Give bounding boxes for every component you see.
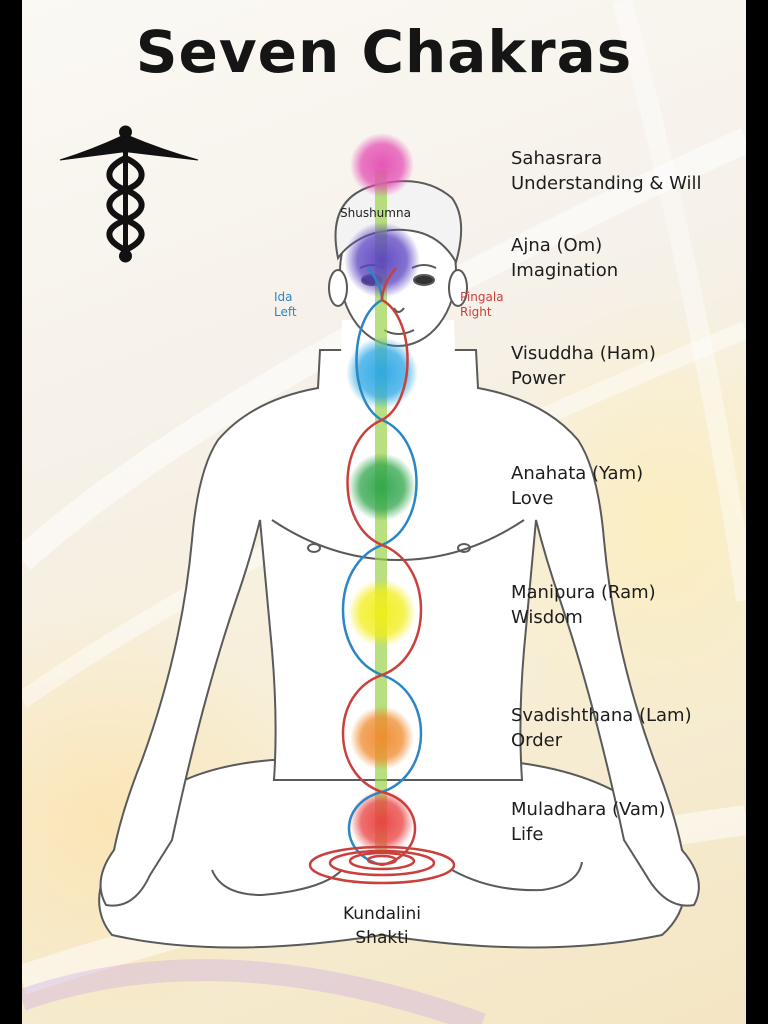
meditating-figure-diagram [59,125,700,949]
chakra-label-text: Order [511,730,563,751]
kundalini-line2: Shakti [355,928,409,948]
ida-name: Ida [274,290,293,304]
chakra-label-anahata: Anahata (Yam) Love [511,461,643,511]
chakra-label-text: Wisdom [511,607,583,628]
chakra-label-text: Manipura (Ram) [511,582,656,603]
chakra-label-text: Imagination [511,260,619,281]
chakra-circle-7 [350,790,414,854]
chakra-label-text: Svadishthana (Lam) [511,705,692,726]
chakra-label-text: Power [511,368,566,389]
shushumna-label: Shushumna [340,206,411,220]
chakra-circle-3 [346,337,418,409]
chakra-circle-4 [348,453,416,521]
chakra-label-text: Muladhara (Vam) [511,799,666,820]
chakra-label-text: Anahata (Yam) [511,463,644,484]
pingala-side: Right [460,305,492,319]
kundalini-line1: Kundalini [342,904,421,924]
chakra-label-text: Sahasrara [511,148,603,169]
chakra-circle-6 [350,706,414,770]
caduceus-icon [59,125,199,263]
chakra-poster: Seven Chakras [22,0,746,1024]
kundalini-coil [308,845,456,885]
chakra-label-text: Love [511,488,554,509]
chakra-label-text: Ajna (Om) [511,235,603,256]
ida-label: Ida Left [274,290,297,320]
pingala-name: Pingala [460,290,504,304]
chakra-circle-1 [350,133,414,197]
chakra-circles [344,133,420,854]
chakra-label-svadishthana: Svadishthana (Lam) Order [511,703,692,753]
page-title: Seven Chakras [135,18,633,86]
pingala-label: Pingala Right [460,290,504,320]
chakra-label-ajna: Ajna (Om) Imagination [511,233,618,283]
chakra-circle-2 [344,222,420,298]
chakra-circle-5 [348,579,416,647]
ida-side: Left [274,305,297,319]
kundalini-label: Kundalini Shakti [322,902,442,950]
chakra-label-text: Life [511,824,544,845]
chakra-label-manipura: Manipura (Ram) Wisdom [511,580,656,630]
chakra-label-muladhara: Muladhara (Vam) Life [511,797,666,847]
pingala-channel [341,267,423,867]
chakra-label-text: Understanding & Will [511,173,702,194]
chakra-label-text: Visuddha (Ham) [511,343,656,364]
chakra-label-visuddha: Visuddha (Ham) Power [511,341,656,391]
